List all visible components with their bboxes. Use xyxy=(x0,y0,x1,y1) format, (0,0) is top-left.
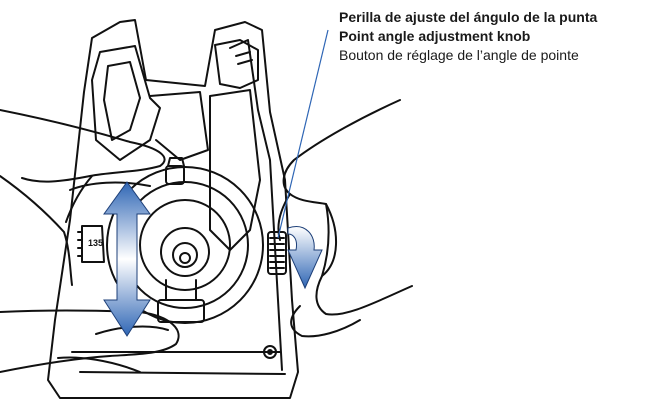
handle-right xyxy=(214,39,259,89)
inner-box xyxy=(209,89,261,251)
callout-leader xyxy=(277,29,329,239)
lower-block xyxy=(157,299,205,323)
housing-hub xyxy=(160,227,210,277)
housing-core xyxy=(172,242,198,268)
chute-top-left xyxy=(91,45,161,161)
left-hand-fingers xyxy=(65,175,151,223)
lower-finger xyxy=(57,325,169,373)
dial-housing xyxy=(81,225,105,263)
dial-ticks xyxy=(77,231,83,257)
left-hand-palm xyxy=(0,175,73,286)
label-english: Point angle adjustment knob xyxy=(339,28,531,44)
chute-inner xyxy=(103,61,141,141)
label-spanish: Perilla de ajuste del ángulo de la punta xyxy=(339,9,598,25)
handle-grip xyxy=(235,51,253,65)
knob-ridges xyxy=(269,237,285,269)
body-inner-edge xyxy=(229,39,283,371)
callout-text: Perilla de ajuste del ángulo de la punta… xyxy=(339,8,659,65)
left-hand-upper xyxy=(0,109,166,183)
screw-right-inner xyxy=(267,349,273,355)
dial-value: 135 xyxy=(88,238,104,248)
body-lower-panel xyxy=(71,351,286,375)
rotation-arrow xyxy=(287,226,323,290)
screw-right xyxy=(263,345,277,359)
nut-top xyxy=(165,165,185,185)
vertical-arrow xyxy=(103,181,151,337)
nut-cap xyxy=(167,157,185,167)
right-hand-fingers xyxy=(290,305,361,338)
chute-right-part xyxy=(149,91,209,161)
left-hand-lower xyxy=(0,309,180,373)
adjustment-knob xyxy=(267,231,287,275)
housing-pin xyxy=(179,252,191,264)
housing-inner xyxy=(139,199,231,291)
machine-body xyxy=(47,19,299,399)
label-french: Bouton de réglage de l’angle de pointe xyxy=(339,47,579,63)
